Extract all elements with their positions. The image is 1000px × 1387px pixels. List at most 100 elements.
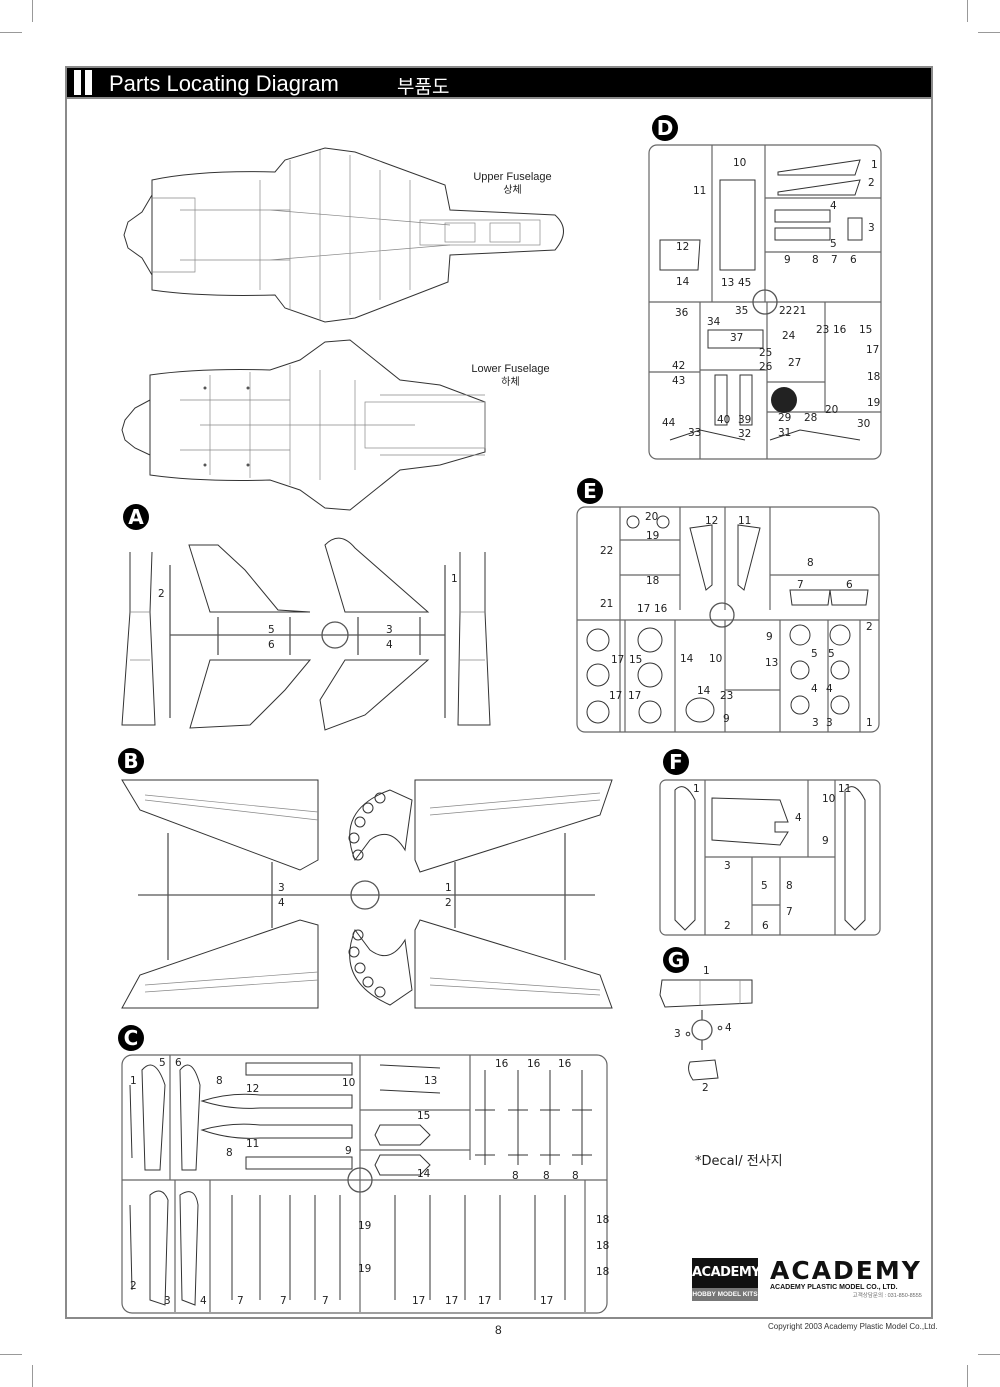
lower-fuselage-label: Lower Fuselage 하체 — [471, 363, 550, 388]
part-number: 11 — [246, 1138, 260, 1150]
part-number: 15 — [417, 1110, 431, 1122]
part-number: 10 — [733, 157, 747, 169]
part-number: 45 — [738, 277, 752, 289]
part-number: 29 — [778, 412, 792, 424]
part-number: 30 — [857, 418, 871, 430]
part-number: 11 — [738, 515, 752, 527]
crop-mark — [967, 0, 968, 22]
part-number: 1 — [703, 965, 710, 977]
sprue-e-badge: E — [577, 478, 603, 504]
page-title-korean: 부품도 — [397, 76, 450, 98]
part-number: 5 — [811, 648, 818, 660]
part-number: 1 — [130, 1075, 137, 1087]
sprue-d-badge: D — [652, 115, 678, 141]
page-title: Parts Locating Diagram — [109, 71, 339, 96]
part-number: 18 — [646, 575, 660, 587]
part-number: 16 — [495, 1058, 509, 1070]
part-number: 17 — [478, 1295, 492, 1307]
part-number: 2 — [130, 1280, 137, 1292]
section-header: Parts Locating Diagram 부품도 — [65, 66, 933, 99]
part-number: 19 — [646, 530, 660, 542]
part-number: 14 — [697, 685, 711, 697]
crop-mark — [978, 32, 1000, 33]
part-number: 28 — [804, 412, 818, 424]
part-number: 7 — [831, 254, 838, 266]
upper-fuselage-label: Upper Fuselage 상체 — [473, 171, 552, 196]
part-number: 13 — [721, 277, 735, 289]
part-number: 3 — [724, 860, 731, 872]
part-number: 3 — [826, 717, 833, 729]
part-number: 40 — [717, 414, 731, 426]
part-number: 8 — [512, 1170, 519, 1182]
part-number: 36 — [675, 307, 689, 319]
part-number: 21 — [793, 305, 807, 317]
part-number: 23 — [720, 690, 734, 702]
sprue-f-badge: F — [663, 749, 689, 775]
part-number: 8 — [226, 1147, 233, 1159]
crop-mark — [978, 1354, 1000, 1355]
part-number: 16 — [654, 603, 668, 615]
part-number: 17 — [866, 344, 880, 356]
part-number: 6 — [268, 639, 275, 651]
part-number: 17 — [540, 1295, 554, 1307]
part-number: 5 — [268, 624, 275, 636]
part-number: 7 — [797, 579, 804, 591]
part-number: 12 — [676, 241, 690, 253]
part-number: 1 — [866, 717, 873, 729]
part-number: 10 — [342, 1077, 356, 1089]
part-number: 18 — [596, 1214, 610, 1226]
part-number: 39 — [738, 414, 752, 426]
part-number: 7 — [237, 1295, 244, 1307]
part-number: 17 — [609, 690, 623, 702]
part-number: 8 — [543, 1170, 550, 1182]
part-number: 8 — [572, 1170, 579, 1182]
part-number: 7 — [280, 1295, 287, 1307]
part-number: 4 — [795, 812, 802, 824]
part-number: 27 — [788, 357, 802, 369]
part-number: 1 — [871, 159, 878, 171]
part-number: 31 — [778, 427, 792, 439]
page-frame — [65, 66, 933, 1319]
part-number: 43 — [672, 375, 686, 387]
part-number: 18 — [867, 371, 881, 383]
part-number: 13 — [424, 1075, 438, 1087]
part-number: 4 — [826, 683, 833, 695]
part-number: 17 — [445, 1295, 459, 1307]
part-number: 3 — [868, 222, 875, 234]
part-number: 20 — [645, 511, 659, 523]
part-number: 42 — [672, 360, 686, 372]
part-number: 3 — [386, 624, 393, 636]
part-number: 7 — [322, 1295, 329, 1307]
part-number: 44 — [662, 417, 676, 429]
part-number: 8 — [786, 880, 793, 892]
part-number: 2 — [445, 897, 452, 909]
part-number: 37 — [730, 332, 744, 344]
part-number: 14 — [680, 653, 694, 665]
part-number: 5 — [761, 880, 768, 892]
part-number: 2 — [702, 1082, 709, 1094]
part-number: 19 — [358, 1220, 372, 1232]
part-number: 8 — [216, 1075, 223, 1087]
academy-wordmark-logo: ACADEMY ACADEMY PLASTIC MODEL CO., LTD. … — [770, 1256, 922, 1300]
part-number: 9 — [766, 631, 773, 643]
part-number: 18 — [596, 1266, 610, 1278]
part-number: 21 — [600, 598, 614, 610]
part-number: 4 — [278, 897, 285, 909]
part-number: 5 — [159, 1057, 166, 1069]
sprue-g-badge: G — [663, 947, 689, 973]
part-number: 6 — [846, 579, 853, 591]
part-number: 17 — [412, 1295, 426, 1307]
part-number: 17 — [637, 603, 651, 615]
page-number: 8 — [495, 1323, 502, 1337]
part-number: 9 — [784, 254, 791, 266]
part-number: 9 — [723, 713, 730, 725]
part-number: 26 — [759, 361, 773, 373]
part-number: 1 — [451, 573, 458, 585]
sprue-c-badge: C — [118, 1025, 144, 1051]
part-number: 1 — [693, 783, 700, 795]
part-number: 5 — [828, 648, 835, 660]
part-number: 3 — [812, 717, 819, 729]
crop-mark — [32, 1365, 33, 1387]
part-number: 4 — [200, 1295, 207, 1307]
part-number: 33 — [688, 427, 702, 439]
